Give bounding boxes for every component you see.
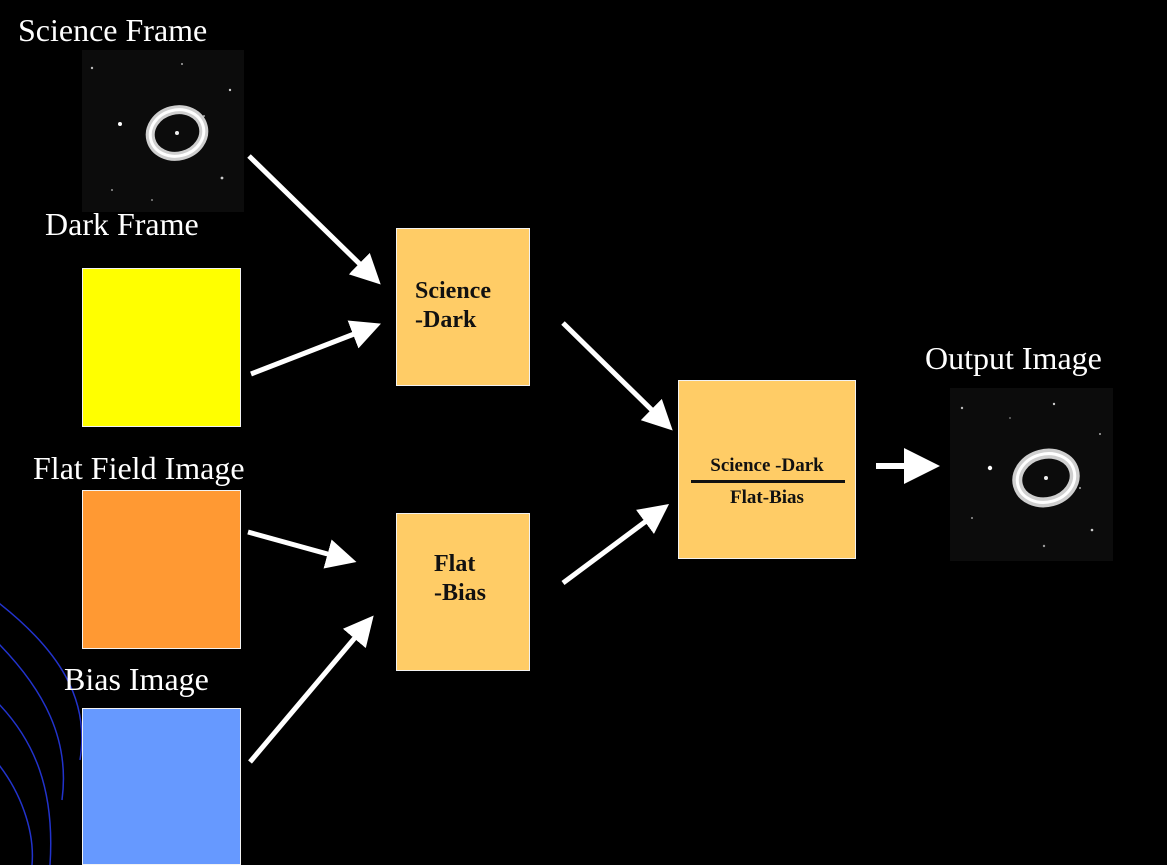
ring-nebula-icon [82,50,244,212]
final-calibration-box: Science -Dark Flat-Bias [678,380,856,559]
arrow-dark-to-science-minus-dark [250,320,381,377]
science-minus-dark-line2: -Dark [415,307,477,334]
arrow-bias-to-flat-minus-bias [248,615,374,764]
science-frame-image [82,50,244,212]
science-minus-dark-box: Science -Dark [396,228,530,386]
arrow-flat-to-flat-minus-bias [247,529,357,569]
science-minus-dark-line1: Science [415,278,491,304]
arrow-science-minus-dark-to-final [561,321,673,431]
output-image-label: Output Image [925,340,1102,376]
flat-minus-bias-line1: Flat [434,551,476,577]
decorative-curves [0,603,83,865]
arrow-science-to-science-minus-dark [247,154,381,285]
flat-minus-bias-box: Flat -Bias [396,513,530,671]
bias-image-label: Bias Image [64,661,209,697]
fraction-bar [691,480,845,483]
ring-nebula-icon [950,388,1113,561]
final-numerator: Science -Dark [710,455,824,476]
science-frame-label: Science Frame [18,12,208,48]
final-denominator: Flat-Bias [730,487,804,508]
flat-minus-bias-line2: -Bias [434,580,487,607]
arrow-flat-minus-bias-to-final [561,504,670,586]
dark-frame-box [82,268,241,427]
flat-field-box [82,490,241,649]
bias-box [82,708,241,865]
flat-field-image-label: Flat Field Image [33,450,245,486]
output-image [950,388,1113,561]
dark-frame-label: Dark Frame [45,206,199,242]
